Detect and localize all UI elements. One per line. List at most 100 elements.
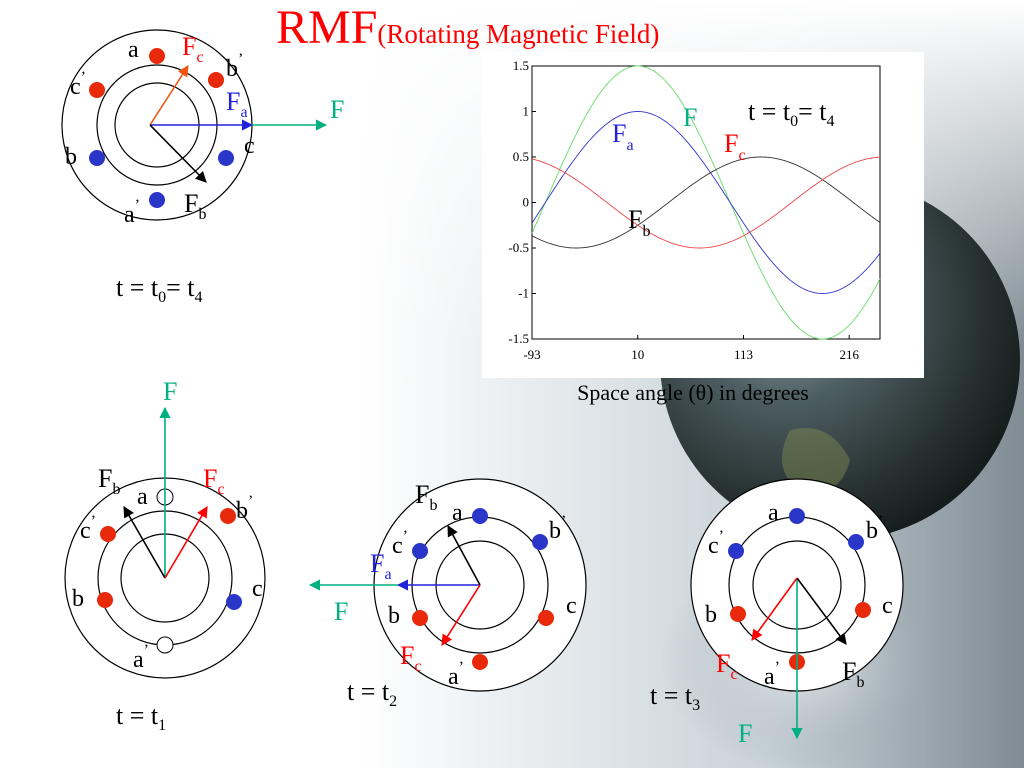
label-b-prime: b’ [866,513,883,544]
label-b-prime: b’ [549,513,566,544]
chart-series [531,65,881,340]
label-b: b [705,602,717,628]
y-tick-label: -0.5 [508,240,529,255]
conductor-c [218,150,234,166]
label-Fc: Fc [400,641,422,675]
label-F: F [163,377,177,406]
conductor-b [730,606,746,622]
conductor-a-prime [472,654,488,670]
label-c-prime: c’ [708,528,724,559]
rotor-diagram-t3: a b’ c’ b c Fc a’ Fb t = t3 F [650,478,904,748]
conductor-a-prime [149,192,165,208]
chart-label-F: F [683,103,697,132]
label-c: c [882,593,893,619]
label-Fb: Fb [415,480,437,514]
conductor-b-prime [532,534,548,550]
conductor-a [149,48,165,64]
page-title: RMF(Rotating Magnetic Field) [276,0,659,55]
conductor-c [226,594,242,610]
conductor-b [89,150,105,166]
vector-Fc [441,584,481,646]
rotor-diagram-t1: F Fb a Fc b’ c’ b c a’ t = t1 [64,377,266,734]
conductor-b [412,610,428,626]
label-b-prime: b’ [236,493,253,524]
x-tick-label: -93 [523,347,540,362]
label-b: b [72,586,84,612]
label-Fa: Fa [370,549,392,583]
chart-xlabel: Space angle (θ) in degrees [577,380,809,405]
conductor-a-prime [156,636,174,654]
label-b: b [388,603,400,629]
x-tick-label: 10 [631,347,644,362]
vector-Fb [149,124,207,183]
time-label-t2: t = t2 [347,677,397,710]
vector-Fb [796,577,847,645]
conductor-a [472,508,488,524]
label-a-prime: a’ [133,642,149,673]
label-Fb: Fb [842,657,864,691]
y-tick-label: -1 [518,286,529,301]
y-tick-label: 0.5 [513,149,529,164]
label-b: b [65,144,77,170]
vector-Fc [751,577,798,641]
conductor-c-prime [728,543,744,559]
conductor-b [97,592,113,608]
label-b-prime: b’ [226,51,243,82]
conductor-b-prime [208,72,224,88]
conductor-a [789,508,805,524]
time-label-t0: t = t0= t4 [116,273,203,306]
label-a-prime: a’ [764,659,780,690]
chart-label-Fb: Fb [628,205,650,240]
vector-Fc [149,65,189,126]
label-Fb: Fb [98,464,120,498]
rotor-diagram-t0: a Fc b’ c’ Fa F b c a’ Fb t = t0= t4 [61,29,344,306]
label-a-prime: a’ [448,659,464,690]
label-c-prime: c’ [70,69,86,100]
series-line-3 [531,156,881,249]
label-F: F [330,95,344,124]
label-a-prime: a’ [124,197,140,228]
label-Fc: Fc [716,649,738,683]
label-Fb: Fb [184,189,206,223]
conductor-c [855,602,871,618]
label-c-prime: c’ [80,513,96,544]
title-sub: (Rotating Magnetic Field) [377,19,660,49]
label-Fc: Fc [203,464,225,498]
time-label-t3: t = t3 [650,681,700,714]
label-c: c [252,576,263,602]
label-F: F [738,719,752,748]
rotor-diagram-t2: Fb a b’ c’ Fa F b c Fc a’ t = t2 [308,478,587,710]
vector-Fb [123,506,166,579]
label-c: c [244,133,255,159]
chart-label-Fc: Fc [724,129,746,164]
conductor-b-prime [220,508,236,524]
time-label-t1: t = t1 [116,701,166,734]
series-line-2 [531,156,881,249]
label-Fa: Fa [226,87,248,121]
label-a: a [768,500,779,526]
label-a: a [452,500,463,526]
label-F: F [334,597,348,626]
y-tick-label: 0 [523,195,530,210]
series-line-0 [531,65,881,340]
conductor-c-prime [89,82,105,98]
conductor-c-prime [412,543,428,559]
chart-annotation-time: t = t0= t4 [748,97,835,130]
conductor-b-prime [848,534,864,550]
y-tick-label: 1.5 [513,58,529,73]
title-main: RMF [276,1,378,54]
vector-Fb [447,525,481,586]
chart-background [482,52,924,378]
label-Fc: Fc [182,32,204,66]
label-a: a [137,484,148,510]
chart-y-ticks: 1.510.50-0.5-1-1.5 [508,58,536,346]
vector-Fc [164,506,208,579]
series-line-1 [531,111,881,294]
conductor-c [538,610,554,626]
x-tick-label: 216 [839,347,859,362]
label-c: c [566,593,577,619]
conductor-c-prime [100,526,116,542]
